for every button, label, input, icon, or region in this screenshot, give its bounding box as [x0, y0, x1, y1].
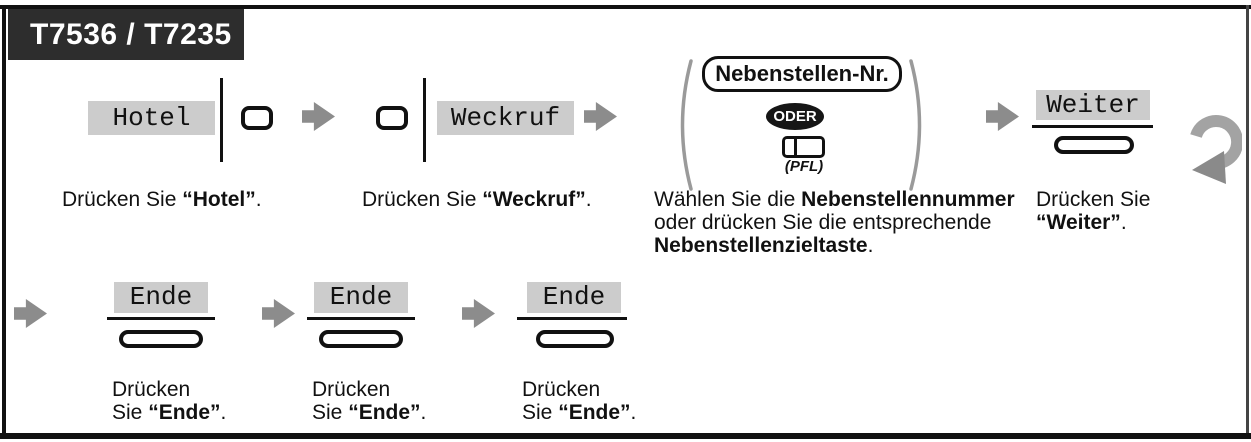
- caption-weckruf: Drücken Sie “Weckruf”.: [362, 188, 592, 211]
- ende-underline: [307, 317, 415, 320]
- arrow-right-icon: [14, 298, 47, 329]
- ende-underline: [517, 317, 627, 320]
- weiter-underline: [1032, 125, 1153, 128]
- model-tab: T7536 / T7235: [8, 9, 244, 60]
- soft-key-hotel: [241, 106, 273, 130]
- caption-ende-1: Drücken Sie “Ende”.: [112, 378, 227, 424]
- arrow-right-icon: [584, 101, 617, 132]
- ende-underline: [107, 317, 215, 320]
- caption-ende-3: Drücken Sie “Ende”.: [522, 378, 637, 424]
- or-badge: ODER: [766, 103, 824, 130]
- caption-ende-2: Drücken Sie “Ende”.: [312, 378, 427, 424]
- right-parenthesis-icon: [909, 59, 922, 191]
- separator-line: [423, 78, 426, 162]
- display-label-hotel: Hotel: [88, 101, 215, 135]
- frame-top-border: [0, 5, 1251, 9]
- frame-left-border: [2, 5, 6, 439]
- continue-curved-arrow-icon: [1190, 115, 1242, 184]
- soft-key-weiter: [1054, 136, 1134, 154]
- extension-number-box: Nebenstellen-Nr.: [702, 56, 902, 92]
- arrow-right-icon: [462, 298, 495, 329]
- arrow-right-icon: [302, 101, 335, 132]
- display-label-weiter: Weiter: [1036, 90, 1150, 120]
- display-label-ende-2: Ende: [314, 282, 408, 313]
- separator-line: [220, 78, 223, 162]
- soft-key-ende-3: [536, 330, 614, 348]
- soft-key-weckruf: [376, 106, 408, 130]
- arrow-right-icon: [986, 101, 1019, 132]
- pfl-key-label: (PFL): [784, 158, 824, 175]
- frame-right-border: [1246, 5, 1249, 439]
- arrow-right-icon: [262, 298, 295, 329]
- left-parenthesis-icon: [680, 59, 693, 191]
- caption-weiter: Drücken Sie “Weiter”.: [1036, 188, 1151, 234]
- display-label-ende-1: Ende: [114, 282, 208, 313]
- pfl-key: [782, 136, 825, 158]
- pfl-key-divider: [794, 139, 797, 155]
- caption-extension: Wählen Sie die Nebenstellennummer oder d…: [654, 188, 1015, 257]
- soft-key-ende-1: [119, 330, 203, 348]
- caption-hotel: Drücken Sie “Hotel”.: [62, 188, 262, 211]
- soft-key-ende-2: [319, 330, 403, 348]
- frame-bottom-border: [0, 433, 1251, 439]
- display-label-ende-3: Ende: [527, 282, 621, 313]
- display-label-weckruf: Weckruf: [437, 101, 574, 135]
